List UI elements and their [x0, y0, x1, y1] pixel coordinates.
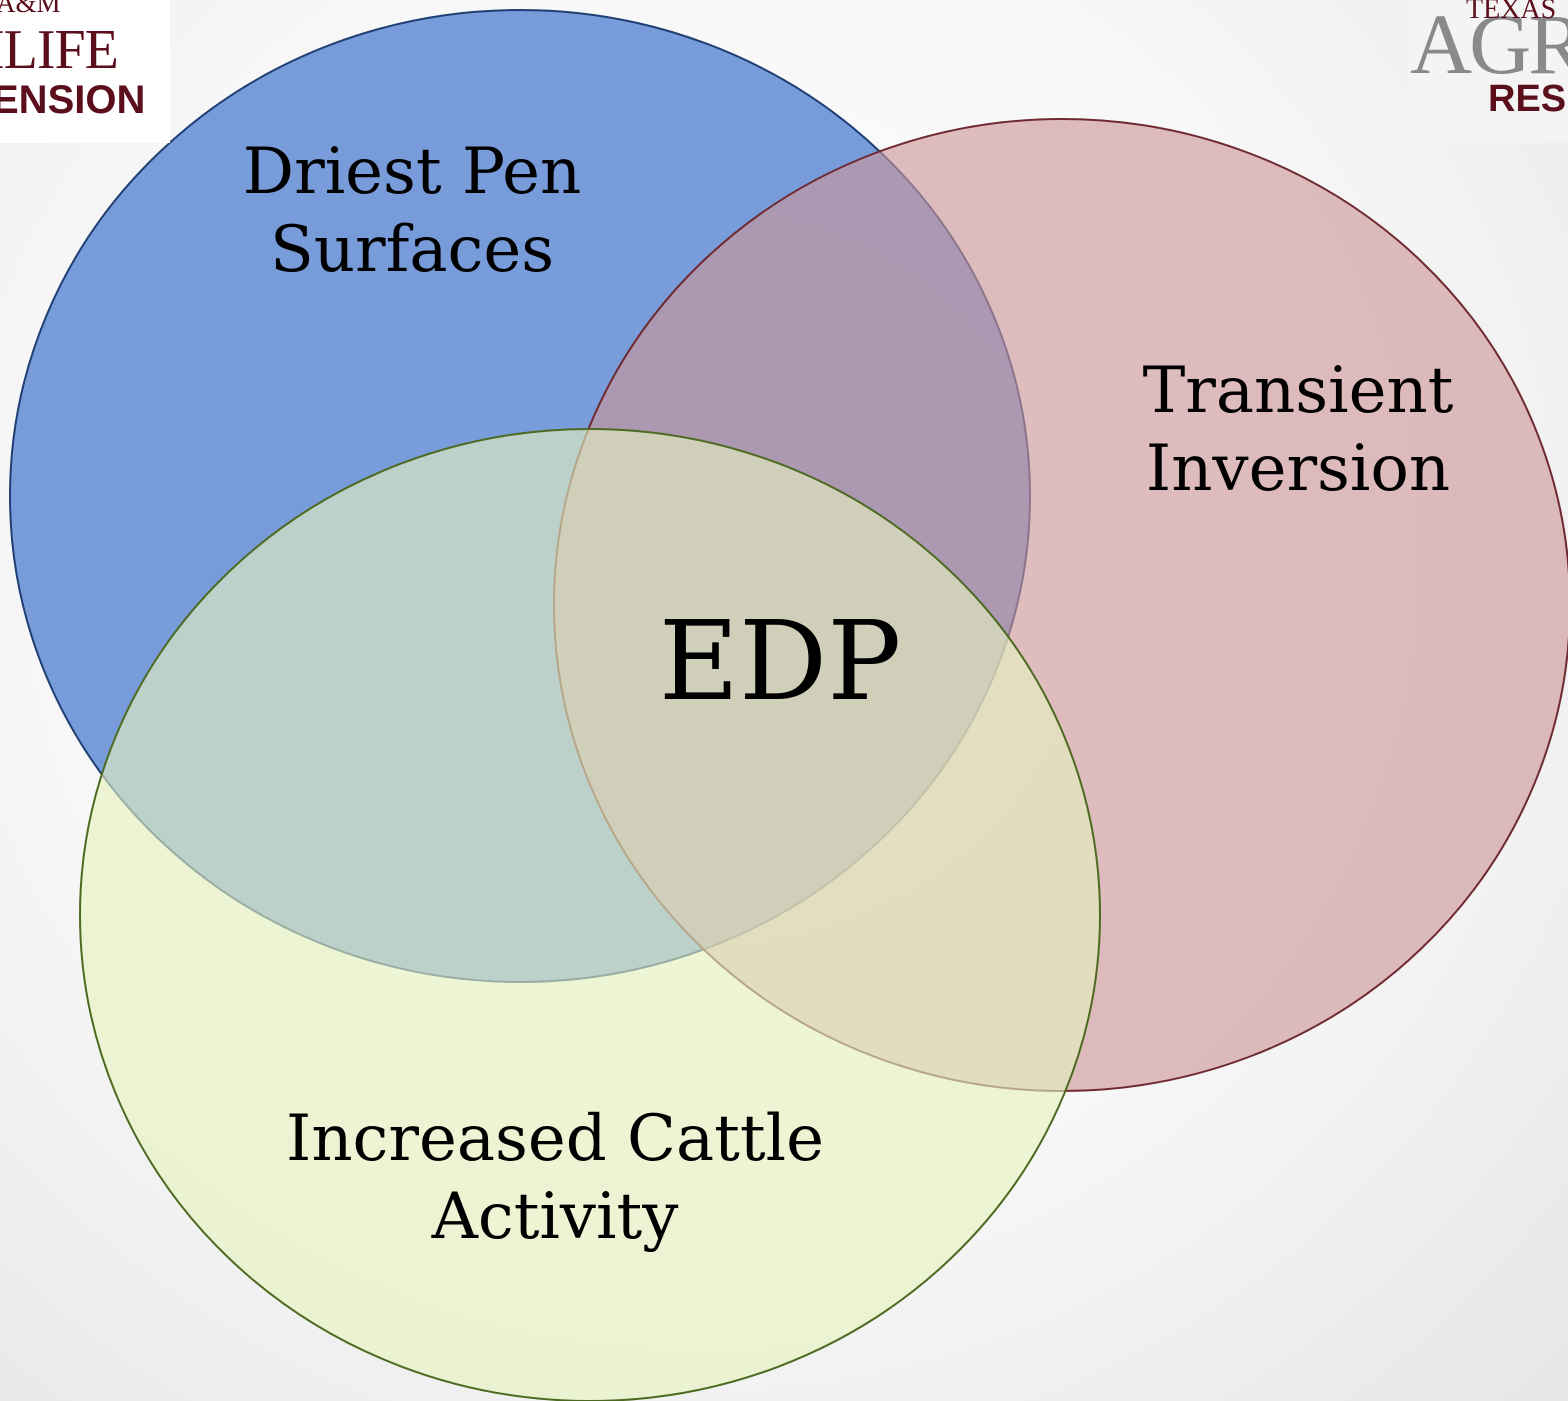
label-line: Surfaces — [269, 213, 555, 288]
logo-right-mid-text: AGR — [1410, 0, 1568, 92]
increased-cattle-activity-circle — [79, 428, 1101, 1401]
label-line: Transient — [1142, 354, 1454, 428]
increased-cattle-activity-label: Increased Cattle Activity — [255, 1100, 855, 1256]
logo-right-bottom-text: RES — [1488, 78, 1567, 120]
agrilife-extension-logo: A&M ILIFE ENSION — [0, 0, 170, 143]
driest-pen-surfaces-label: Driest Pen Surfaces — [212, 133, 612, 289]
logo-left-bottom-text: ENSION — [0, 78, 146, 122]
label-line: Inversion — [1145, 432, 1451, 507]
logo-left-mid-text: ILIFE — [0, 19, 119, 81]
logo-left-top-text: A&M — [0, 0, 61, 18]
agrilife-research-logo: AGR TEXAS RES — [1408, 0, 1568, 143]
edp-center-label: EDP — [658, 597, 902, 725]
label-line: Activity — [431, 1180, 679, 1255]
label-line: Driest Pen — [242, 135, 582, 209]
label-line: Increased Cattle — [286, 1102, 824, 1176]
transient-inversion-label: Transient Inversion — [1098, 352, 1498, 508]
logo-right-top-text: TEXAS — [1466, 0, 1557, 25]
